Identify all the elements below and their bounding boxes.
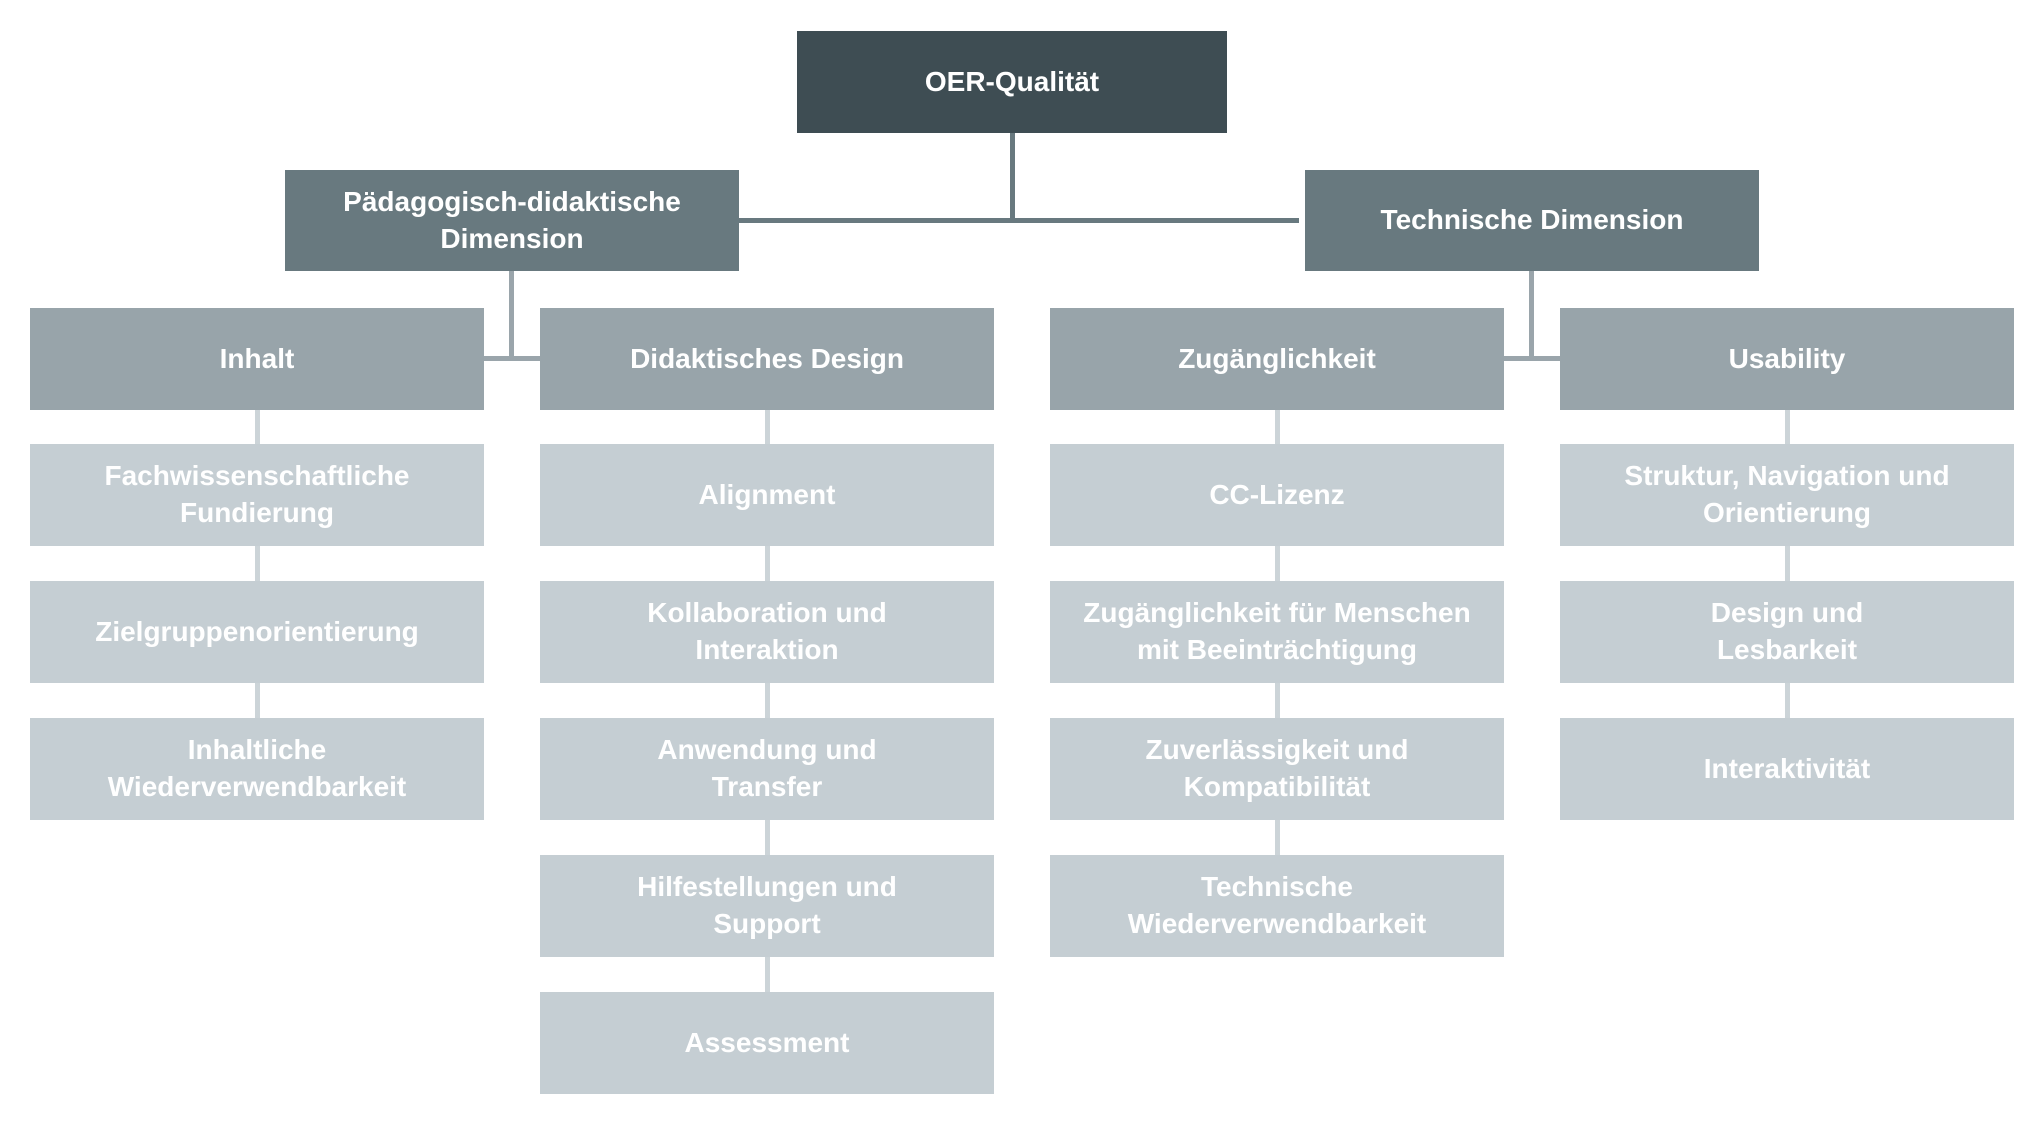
category-box-didaktisches-design: Didaktisches Design: [540, 308, 994, 410]
subcategory-box: Kollaboration und Interaktion: [540, 581, 994, 683]
connector-col1-stem: [255, 410, 260, 444]
subcategory-box: Assessment: [540, 992, 994, 1094]
connector-technisch-stem: [1529, 271, 1534, 361]
connector-root-stem: [1010, 133, 1015, 220]
category-box-inhalt: Inhalt: [30, 308, 484, 410]
connector-col1-stem: [255, 683, 260, 718]
subcategory-box: Hilfestellungen und Support: [540, 855, 994, 957]
connector-technisch-horizontal: [1504, 356, 1560, 361]
connector-col4-stem: [1785, 410, 1790, 444]
connector-col4-stem: [1785, 683, 1790, 718]
subcategory-box: Inhaltliche Wiederverwendbarkeit: [30, 718, 484, 820]
connector-col1-stem: [255, 546, 260, 581]
subcategory-box: Zuverlässigkeit und Kompatibilität: [1050, 718, 1504, 820]
subcategory-box: Zielgruppenorientierung: [30, 581, 484, 683]
subcategory-box: Design und Lesbarkeit: [1560, 581, 2014, 683]
connector-paedagogisch-stem: [509, 271, 514, 361]
connector-col3-stem: [1275, 410, 1280, 444]
category-box-usability: Usability: [1560, 308, 2014, 410]
subcategory-box: CC-Lizenz: [1050, 444, 1504, 546]
dimension-box-technisch: Technische Dimension: [1305, 170, 1759, 271]
subcategory-box: Zugänglichkeit für Menschen mit Beeinträ…: [1050, 581, 1504, 683]
connector-col2-stem: [765, 957, 770, 992]
connector-root-horizontal: [737, 218, 1299, 223]
connector-col2-stem: [765, 410, 770, 444]
dimension-box-paedagogisch-didaktisch: Pädagogisch-didaktische Dimension: [285, 170, 739, 271]
subcategory-box: Struktur, Navigation und Orientierung: [1560, 444, 2014, 546]
connector-col4-stem: [1785, 546, 1790, 581]
subcategory-box: Interaktivität: [1560, 718, 2014, 820]
subcategory-box: Fachwissenschaftliche Fundierung: [30, 444, 484, 546]
category-box-zugaenglichkeit: Zugänglichkeit: [1050, 308, 1504, 410]
subcategory-box: Anwendung und Transfer: [540, 718, 994, 820]
connector-paedagogisch-horizontal: [484, 356, 540, 361]
subcategory-box: Alignment: [540, 444, 994, 546]
root-box: OER-Qualität: [797, 31, 1227, 133]
connector-col3-stem: [1275, 546, 1280, 581]
connector-col2-stem: [765, 546, 770, 581]
connector-col2-stem: [765, 820, 770, 855]
connector-col3-stem: [1275, 683, 1280, 718]
subcategory-box: Technische Wiederverwendbarkeit: [1050, 855, 1504, 957]
connector-col3-stem: [1275, 820, 1280, 855]
connector-col2-stem: [765, 683, 770, 718]
